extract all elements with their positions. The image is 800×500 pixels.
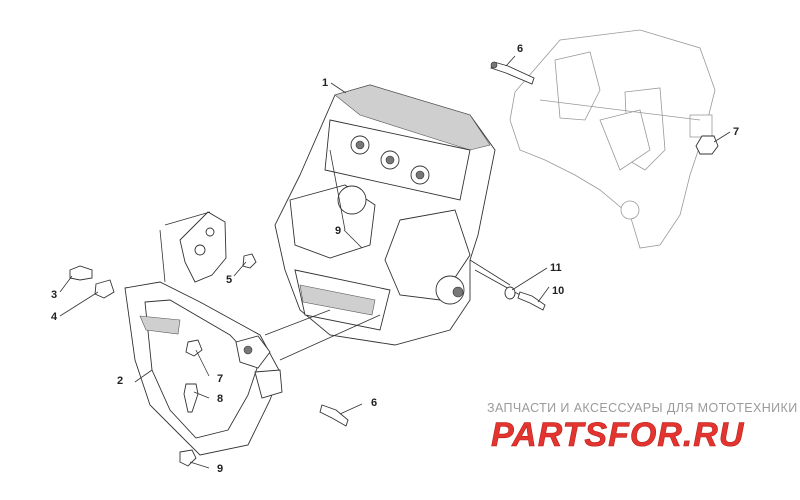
callout-8: 8 (217, 393, 223, 405)
callout-10: 10 (552, 285, 564, 297)
callout-6-bottom: 6 (371, 397, 377, 409)
lower-mount-frame (124, 281, 283, 456)
callouts: 1 2 3 4 5 6 6 7 7 8 9 9 10 11 (51, 43, 739, 475)
callout-1: 1 (322, 77, 328, 89)
engine-assembly (274, 84, 496, 346)
watermark-brand: PARTSFOR.RU (491, 416, 745, 454)
callout-7-bottom: 7 (217, 373, 223, 385)
callout-9-engine: 9 (335, 225, 341, 237)
fasteners (69, 61, 719, 467)
watermark-tagline: ЗАПЧАСТИ И АКСЕССУАРЫ ДЛЯ МОТОТЕХНИКИ (487, 401, 798, 415)
callout-7-top: 7 (733, 126, 739, 138)
callout-leaders (59, 55, 731, 469)
watermark-logo: PARTSFOR.RU (491, 416, 745, 454)
engine-mount-bracket (179, 211, 227, 283)
callout-11: 11 (550, 262, 562, 274)
callout-3: 3 (51, 289, 57, 301)
callout-2: 2 (117, 375, 123, 387)
callout-5: 5 (226, 274, 232, 286)
callout-9-bottom: 9 (217, 463, 223, 475)
callout-4: 4 (51, 311, 58, 323)
callout-6-top: 6 (517, 43, 523, 55)
frame-section (509, 29, 716, 249)
